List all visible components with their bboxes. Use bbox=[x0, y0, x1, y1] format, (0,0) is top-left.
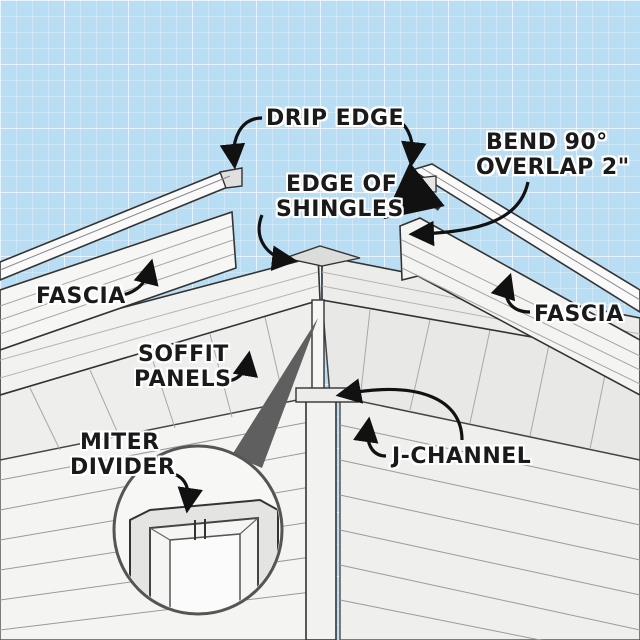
arrow-miter bbox=[173, 472, 203, 514]
label-edge-line2: SHINGLES bbox=[276, 197, 404, 222]
label-fascia-right: FASCIA bbox=[534, 302, 624, 327]
arrow-j-channel-2 bbox=[353, 416, 387, 458]
label-bend-overlap: BEND 90° OVERLAP 2" bbox=[476, 130, 630, 180]
label-miter-divider: MITER DIVIDER bbox=[70, 430, 175, 480]
label-bend-line1: BEND 90° bbox=[486, 130, 608, 155]
label-fascia-left: FASCIA bbox=[36, 284, 126, 309]
label-bend-line2: OVERLAP 2" bbox=[476, 155, 630, 180]
label-soffit-line2: PANELS bbox=[134, 367, 232, 392]
label-soffit-panels: SOFFIT PANELS bbox=[134, 342, 231, 392]
bend-arrow-icon bbox=[383, 162, 445, 220]
label-miter-line1: MITER bbox=[80, 430, 160, 455]
arrow-edge-of-shingles bbox=[257, 214, 298, 271]
fascia-piece-left bbox=[0, 210, 237, 351]
label-miter-line2: DIVIDER bbox=[70, 455, 176, 480]
detail-callout-wedge bbox=[232, 318, 318, 468]
label-edge-line1: EDGE OF bbox=[286, 172, 398, 197]
label-edge-of-shingles: EDGE OF SHINGLES bbox=[276, 172, 404, 222]
arrow-bend bbox=[408, 181, 530, 247]
arrow-drip-edge-left bbox=[219, 116, 263, 170]
arrow-fascia-right bbox=[490, 272, 531, 314]
pointer-arrows bbox=[111, 116, 531, 514]
label-drip-edge: DRIP EDGE bbox=[266, 106, 405, 131]
arrow-fascia-left bbox=[111, 258, 159, 298]
label-j-channel: J-CHANNEL bbox=[392, 444, 532, 469]
arrow-j-channel bbox=[335, 378, 464, 441]
arrow-soffit bbox=[219, 350, 258, 384]
fascia-piece-right bbox=[399, 217, 640, 396]
label-soffit-line1: SOFFIT bbox=[138, 342, 229, 367]
arrow-drip-edge-right bbox=[385, 116, 427, 168]
